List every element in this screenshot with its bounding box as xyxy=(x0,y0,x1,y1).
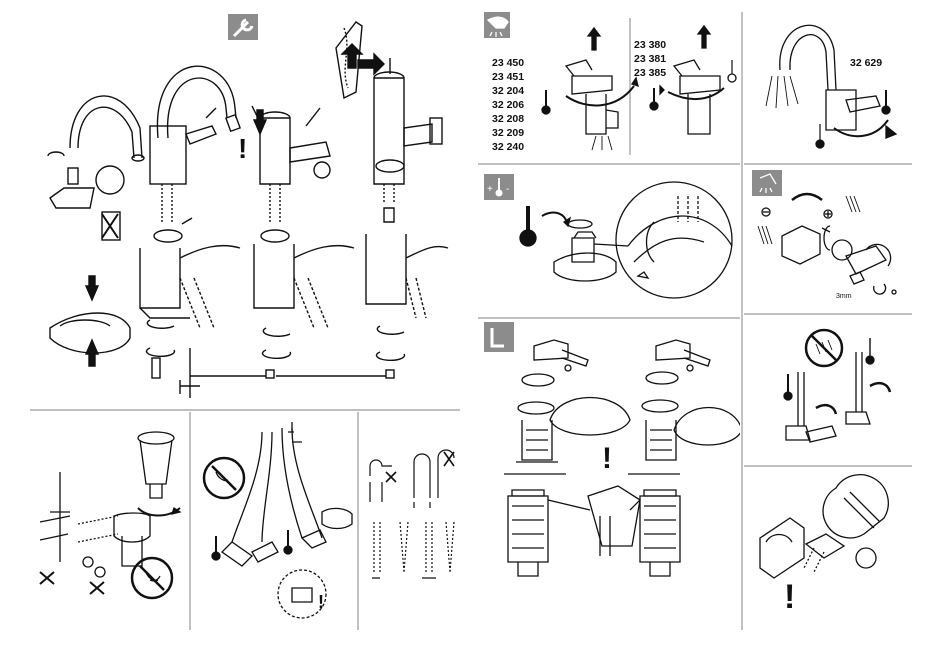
thermometer-icon xyxy=(816,124,824,148)
thermometer-icon xyxy=(520,206,536,246)
model-number: 32 629 xyxy=(850,57,882,69)
hex-size-label: 3mm xyxy=(836,293,852,300)
warning-mark: ! xyxy=(602,442,612,475)
water-spray-icon xyxy=(484,12,510,38)
svg-text:23 385: 23 385 xyxy=(634,67,666,79)
bidet-mixer xyxy=(336,22,442,222)
panel-cartridge-replacement: ! xyxy=(478,320,740,630)
panel-faucet-installation: ! xyxy=(30,8,460,408)
svg-text:23 380: 23 380 xyxy=(634,39,666,51)
svg-text:32 204: 32 204 xyxy=(492,85,524,97)
thermometer-icon xyxy=(866,338,874,364)
tall-spout-faucet xyxy=(150,66,240,242)
thermometer-icon xyxy=(650,88,658,110)
fixing-parts xyxy=(146,320,404,398)
svg-text:-: - xyxy=(506,184,509,195)
spout-detail xyxy=(48,96,144,240)
thermometer-icon xyxy=(728,60,736,82)
no-water-icon xyxy=(204,458,244,498)
no-water-icon xyxy=(132,558,172,598)
panel-drain-assembly xyxy=(30,412,188,632)
panel-hose-bending xyxy=(360,412,460,632)
svg-text:+: + xyxy=(487,184,493,195)
svg-text:32 209: 32 209 xyxy=(492,127,524,139)
svg-text:23 381: 23 381 xyxy=(634,53,666,65)
svg-text:32 206: 32 206 xyxy=(492,99,524,111)
thermometer-icon: + - xyxy=(484,174,514,200)
panel-handle-removal: 3mm xyxy=(746,166,912,312)
warning-mark-left: ! xyxy=(238,133,247,164)
panel-valve-shutoff xyxy=(746,316,912,464)
panel-cartridge-detail: ! xyxy=(746,468,912,630)
warning-mark: ! xyxy=(784,578,795,616)
handle-removal xyxy=(50,276,130,366)
model-list-a: 23 450 23 451 32 204 32 206 32 208 32 20… xyxy=(492,57,524,153)
thermometer-icon xyxy=(882,90,890,114)
no-water-icon xyxy=(806,330,842,366)
model-list-b: 23 380 23 381 23 385 xyxy=(634,39,666,79)
svg-text:32 208: 32 208 xyxy=(492,113,524,125)
thermometer-icon xyxy=(284,530,292,554)
panel-angle-valves: ! xyxy=(192,412,356,632)
thermometer-icon xyxy=(784,374,792,400)
panel-temperature-limiter: + - xyxy=(478,166,740,316)
water-spray-icon xyxy=(752,170,782,196)
thermometer-icon xyxy=(212,536,220,560)
warning-mark: ! xyxy=(318,592,324,612)
panel-bidet-models: 23 450 23 451 32 204 32 206 32 208 32 20… xyxy=(478,10,740,160)
svg-text:23 451: 23 451 xyxy=(492,71,524,83)
basin-sections xyxy=(140,234,448,328)
thermometer-icon xyxy=(542,90,550,114)
wrench-icon xyxy=(228,14,258,40)
hex-key-icon xyxy=(484,322,514,352)
panel-kitchen-model: 32 629 xyxy=(746,10,912,160)
svg-text:32 240: 32 240 xyxy=(492,141,524,153)
svg-text:23 450: 23 450 xyxy=(492,57,524,69)
